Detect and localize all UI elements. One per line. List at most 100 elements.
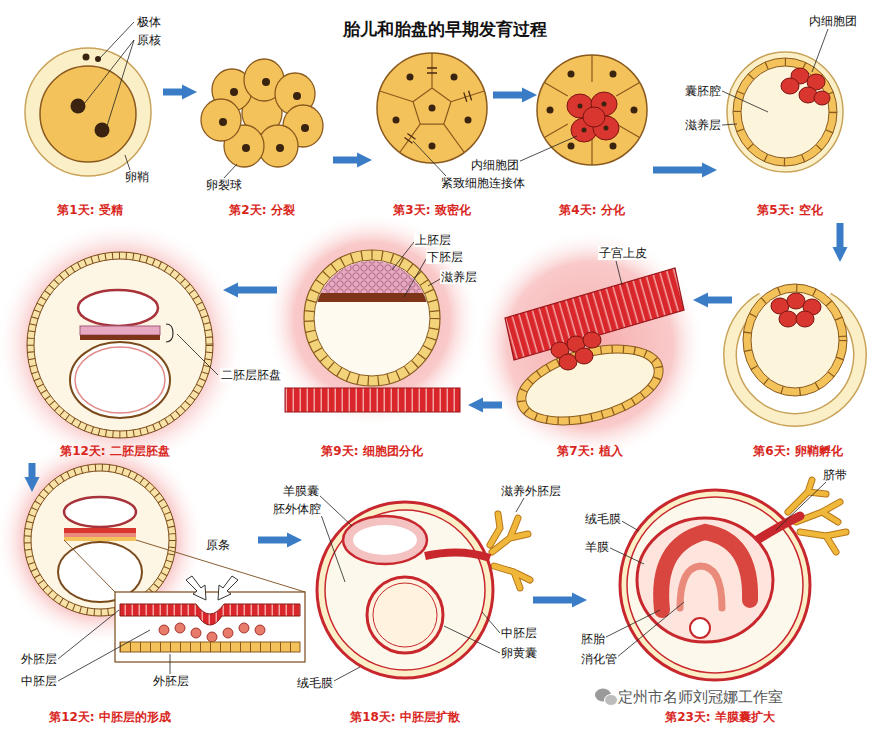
morula-figure bbox=[429, 143, 436, 150]
part-label: 羊膜囊 bbox=[282, 484, 320, 498]
cleavage-figure bbox=[219, 78, 309, 152]
mesoderm-stage-figure bbox=[218, 576, 238, 600]
implantation-figure bbox=[514, 336, 667, 434]
part-label: 中胚层 bbox=[500, 626, 538, 640]
differentiation-figure bbox=[547, 107, 554, 114]
leader-line bbox=[812, 29, 828, 72]
day18-figure bbox=[317, 502, 530, 678]
glow-halo bbox=[0, 220, 245, 470]
leader-line bbox=[332, 667, 360, 682]
part-label: 原核 bbox=[136, 33, 162, 47]
stage-arrow bbox=[837, 223, 844, 247]
part-label: 消化管 bbox=[580, 652, 618, 666]
leader-line bbox=[320, 512, 345, 582]
blastocyst-figure bbox=[781, 68, 830, 105]
cleavage-figure bbox=[276, 144, 284, 152]
bilaminar-disc-figure bbox=[75, 347, 165, 413]
mesoderm-stage-figure bbox=[64, 533, 136, 537]
stage-arrow bbox=[653, 167, 702, 174]
stage-caption: 第3天: 致密化 bbox=[393, 203, 470, 218]
day18-figure bbox=[425, 552, 490, 558]
implantation-figure bbox=[519, 341, 661, 429]
cleavage-figure bbox=[201, 59, 323, 167]
stage-panel: 第9天: 细胞团分化 bbox=[280, 245, 465, 460]
bilaminar-disc-figure bbox=[27, 252, 213, 438]
part-label: 下胚层 bbox=[426, 250, 464, 264]
mesoderm-stage-figure bbox=[64, 528, 136, 533]
part-label: 绒毛膜 bbox=[584, 512, 622, 526]
watermark-icon bbox=[605, 695, 618, 706]
part-label: 卵黄囊 bbox=[500, 646, 538, 660]
morula-figure bbox=[377, 53, 487, 163]
day23-figure bbox=[620, 490, 810, 680]
mesoderm-stage-figure bbox=[175, 623, 185, 633]
leader-line bbox=[58, 630, 150, 681]
differentiation-figure bbox=[544, 55, 639, 165]
differentiation-figure bbox=[604, 126, 609, 131]
part-label: 内细胞团 bbox=[470, 158, 520, 172]
implantation-figure bbox=[551, 332, 601, 370]
implantation-figure bbox=[508, 331, 672, 439]
day18-figure bbox=[325, 510, 485, 670]
mesoderm-stage-figure bbox=[207, 632, 217, 642]
part-label: 外胚层 bbox=[152, 674, 190, 688]
stage-panel: 第2天: 分裂 bbox=[200, 45, 330, 220]
stage-caption: 第7天: 植入 bbox=[557, 444, 622, 459]
zygote-figure bbox=[25, 48, 151, 176]
part-label: 绒毛膜 bbox=[296, 676, 334, 690]
differentiation-figure bbox=[567, 92, 619, 142]
diagram-title: 胎儿和胎盘的早期发育过程 bbox=[0, 18, 889, 40]
stage-arrow bbox=[708, 297, 732, 304]
bilaminar-stage-figure bbox=[285, 250, 460, 412]
stage-panel: 第7天: 植入 bbox=[505, 290, 690, 460]
leader-line bbox=[100, 22, 134, 58]
day23-figure bbox=[627, 497, 803, 673]
morula-figure bbox=[407, 74, 414, 81]
leader-line bbox=[616, 602, 684, 658]
stage-arrow bbox=[258, 537, 287, 544]
stage-panel: 第6天: 卵鞘孵化 bbox=[735, 265, 860, 460]
mesoderm-stage-figure bbox=[255, 625, 265, 635]
part-label: 内细胞团 bbox=[808, 14, 858, 28]
leader-line bbox=[776, 482, 826, 530]
part-label: 极体 bbox=[136, 15, 162, 29]
differentiation-figure bbox=[537, 55, 647, 165]
bilaminar-disc-figure bbox=[80, 326, 160, 335]
differentiation-figure bbox=[602, 102, 607, 107]
day23-figure bbox=[690, 618, 710, 638]
morula-figure bbox=[380, 53, 485, 153]
hatching-figure bbox=[787, 293, 805, 309]
part-label: 胚胎 bbox=[580, 632, 606, 646]
stage-caption: 第4天: 分化 bbox=[559, 203, 624, 218]
stage-panel: 第1天: 受精 bbox=[20, 45, 160, 220]
cleavage-figure bbox=[201, 99, 241, 141]
leader-line bbox=[413, 141, 446, 176]
morula-figure bbox=[377, 53, 487, 163]
part-label: 卵裂球 bbox=[205, 178, 243, 192]
zygote-figure bbox=[71, 99, 86, 114]
mesoderm-stage-figure bbox=[28, 468, 173, 613]
blastocyst-figure bbox=[781, 78, 799, 94]
morula-figure bbox=[405, 68, 472, 143]
blastocyst-figure bbox=[737, 62, 833, 162]
leader-line bbox=[722, 91, 768, 112]
stage-caption: 第9天: 细胞团分化 bbox=[321, 444, 422, 459]
blastocyst-figure bbox=[733, 58, 837, 166]
part-label: 原条 bbox=[205, 538, 231, 552]
leader-line bbox=[620, 520, 639, 531]
leader-line bbox=[722, 124, 737, 125]
cleavage-figure bbox=[230, 88, 238, 96]
part-label: 滋养层 bbox=[684, 118, 722, 132]
day18-figure bbox=[373, 583, 437, 647]
hatching-figure bbox=[730, 284, 860, 420]
stage-caption: 第18天: 中胚层扩散 bbox=[350, 710, 460, 725]
part-label: 滋养外胚层 bbox=[500, 484, 562, 498]
mesoderm-stage-figure bbox=[186, 576, 206, 600]
stage-panel: 第5天: 空化 bbox=[720, 45, 860, 220]
watermark: 定州市名师刘冠娜工作室 bbox=[618, 688, 783, 706]
leader-line bbox=[84, 40, 134, 126]
morula-figure bbox=[451, 74, 458, 81]
cleavage-figure bbox=[242, 144, 250, 152]
